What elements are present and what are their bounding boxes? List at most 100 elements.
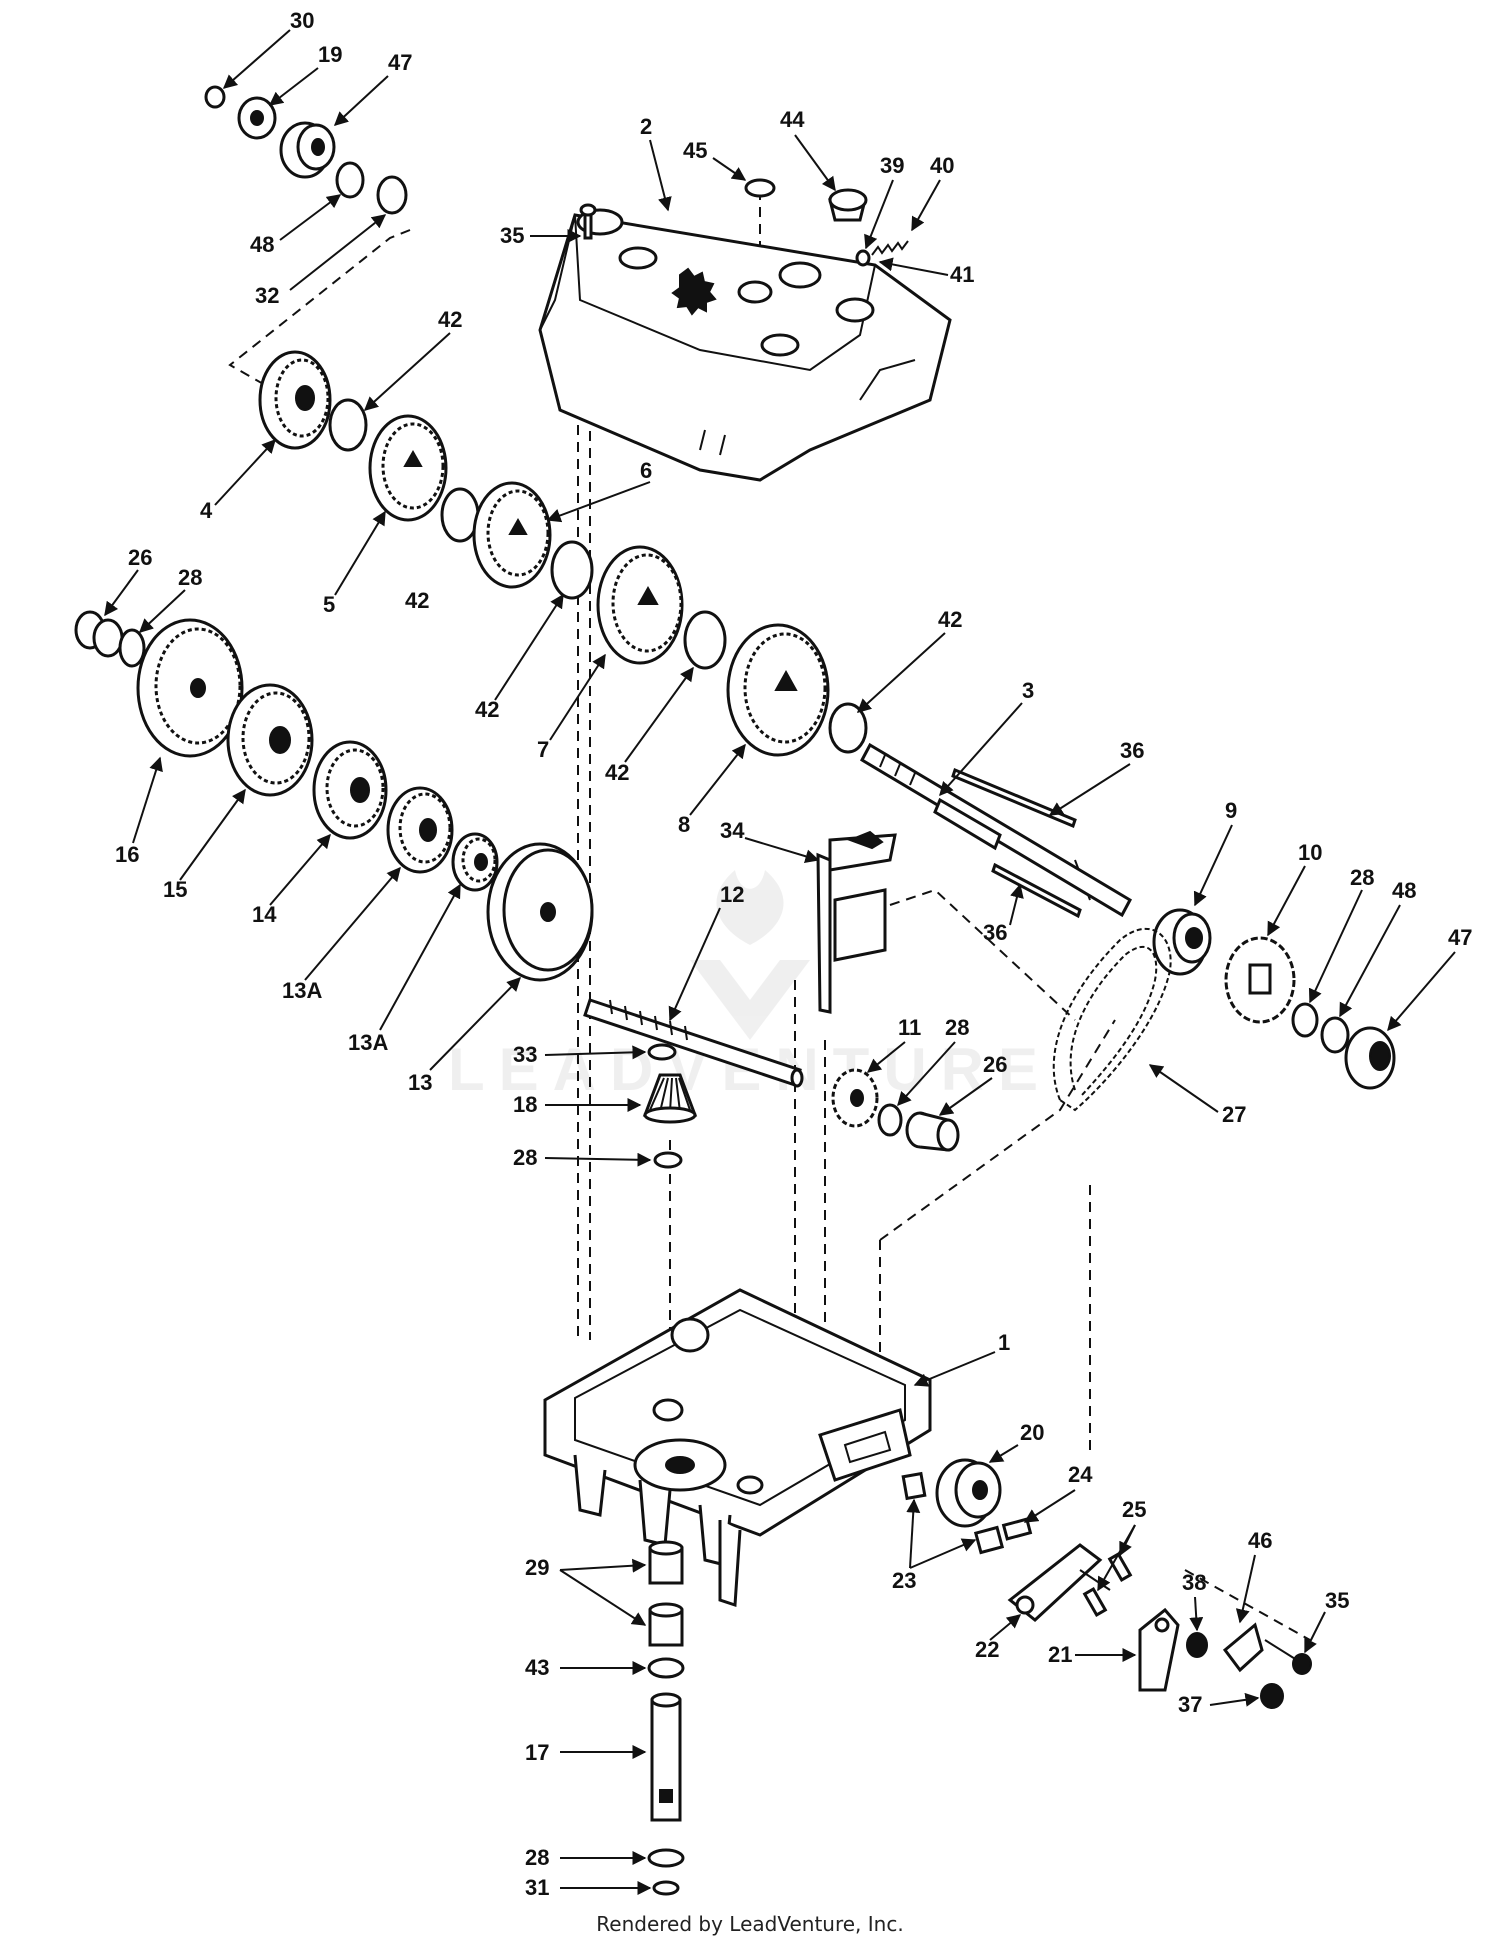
washer-29-center (653, 1151, 683, 1169)
callouts: 30 19 47 48 32 35 2 45 44 39 40 41 42 4 … (104, 8, 1472, 1900)
plate-25 (1001, 1517, 1033, 1541)
callout-17: 16 (115, 842, 139, 867)
washer-43-d (683, 610, 727, 670)
callout-43-a: 42 (438, 307, 462, 332)
callout-32: 31 (525, 1875, 549, 1900)
retainer-32 (652, 1880, 680, 1896)
callout-11: 11 (898, 1015, 921, 1040)
callout-29-bottom: 28 (525, 1845, 549, 1870)
gear-7 (596, 545, 684, 665)
callout-45: 44 (780, 107, 805, 132)
bolt-36-top (579, 203, 597, 240)
callout-24: 23 (892, 1568, 916, 1593)
callout-27-left: 26 (128, 545, 152, 570)
callout-25: 24 (1068, 1462, 1093, 1487)
snap-ring-34 (647, 1043, 677, 1061)
watermark-text: LEADVENTURE (448, 1036, 1052, 1103)
shaft-3 (860, 742, 1132, 918)
callout-4: 4 (200, 498, 213, 523)
upper-housing (538, 208, 952, 482)
collar-9 (1152, 908, 1212, 976)
bevel-gear-19 (642, 1073, 698, 1124)
callout-48-right: 47 (1448, 925, 1472, 950)
ball-40 (855, 249, 871, 267)
callout-37-lower: 36 (983, 920, 1007, 945)
bushing-27-mid (905, 1111, 960, 1152)
callout-18: 17 (525, 1740, 549, 1765)
gear-5 (368, 414, 448, 522)
spring-41 (871, 240, 909, 256)
callout-29-center: 28 (513, 1145, 537, 1170)
callout-27-mid: 26 (983, 1052, 1007, 1077)
callout-34: 33 (513, 1042, 537, 1067)
callout-21: 20 (1020, 1420, 1044, 1445)
callout-10: 10 (1298, 840, 1322, 865)
washer-29-mid (877, 1103, 903, 1137)
callout-2: 2 (640, 114, 652, 139)
washer-43-a (328, 398, 368, 452)
callout-40: 39 (880, 153, 904, 178)
plug-45 (828, 188, 868, 222)
callout-43-b: 42 (405, 588, 429, 613)
callout-38: 37 (1178, 1692, 1202, 1717)
shift-fork-35 (816, 830, 897, 1014)
washer-49-right (1320, 1016, 1350, 1054)
callout-36-bottom: 35 (1325, 1588, 1349, 1613)
callout-35: 34 (720, 818, 745, 843)
shaft-12 (583, 998, 804, 1088)
cam-21 (935, 1458, 1002, 1528)
callout-19: 18 (513, 1092, 537, 1117)
callout-16: 15 (163, 877, 187, 902)
callout-42: 41 (950, 262, 974, 287)
shift-arm-23 (1007, 1543, 1111, 1622)
gear-14 (386, 786, 454, 874)
washer-29-left (118, 628, 146, 668)
callout-8: 8 (678, 812, 690, 837)
callout-13A: 13A (348, 1030, 388, 1055)
callout-6: 6 (640, 458, 652, 483)
washer-43-e (828, 702, 868, 754)
callout-37-upper: 36 (1120, 738, 1144, 763)
key-37-upper (951, 767, 1077, 829)
callout-15: 14 (252, 902, 277, 927)
gear-4 (258, 350, 332, 450)
gear-16 (226, 683, 314, 797)
callout-9: 9 (1225, 798, 1237, 823)
sprocket-10 (1224, 936, 1296, 1024)
callout-29-mid: 28 (945, 1015, 969, 1040)
callout-31: 30 (290, 8, 314, 33)
callout-5: 5 (323, 592, 335, 617)
block-24-a (901, 1471, 927, 1501)
callout-49: 48 (250, 232, 274, 257)
washer-29-right (1291, 1002, 1319, 1038)
gear-13A (451, 832, 499, 892)
callout-28: 27 (1222, 1102, 1246, 1127)
callout-36-top: 35 (500, 223, 524, 248)
callout-13: 13 (408, 1070, 432, 1095)
lower-case (543, 1288, 932, 1608)
block-24-b (973, 1525, 1005, 1555)
callout-41: 40 (930, 153, 954, 178)
watermark-logo-icon (690, 870, 810, 1040)
callout-1: 1 (998, 1330, 1010, 1355)
sprocket-11 (831, 1068, 879, 1128)
callout-43-d: 42 (605, 760, 629, 785)
callout-20: 19 (318, 42, 342, 67)
callout-12: 12 (720, 882, 744, 907)
callout-39: 38 (1182, 1570, 1206, 1595)
bushing-27-left (74, 610, 124, 658)
callout-29-left: 28 (178, 565, 202, 590)
disc-13 (486, 842, 594, 982)
callout-23: 22 (975, 1637, 999, 1662)
callout-49-right: 48 (1392, 878, 1416, 903)
washer-29-bottom (647, 1848, 685, 1868)
callout-14: 13A (282, 978, 322, 1003)
callout-46: 45 (683, 138, 707, 163)
callout-22: 21 (1048, 1642, 1072, 1667)
callout-26: 25 (1122, 1497, 1146, 1522)
callout-29-right: 28 (1350, 865, 1374, 890)
pins-26 (1082, 1552, 1133, 1617)
gear-17 (136, 618, 244, 758)
callout-43-c: 42 (475, 697, 499, 722)
